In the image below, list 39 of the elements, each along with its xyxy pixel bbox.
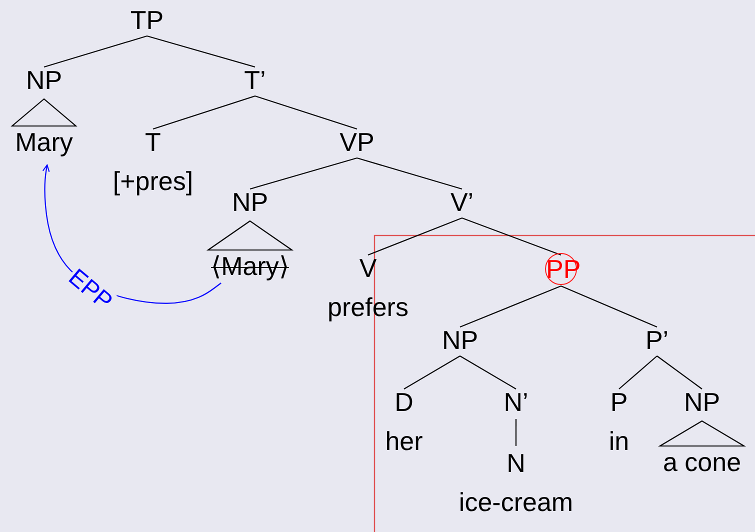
tree-branch — [404, 356, 460, 390]
tree-branch — [356, 157, 462, 190]
tree-branch — [515, 419, 517, 446]
tree-branch — [460, 356, 516, 390]
triangle-branch — [206, 220, 294, 251]
word-label: ice-cream — [458, 487, 574, 517]
tree-branch — [560, 286, 658, 328]
category-label: NP — [26, 65, 62, 95]
word-label: her — [385, 426, 423, 456]
word-label: Mary — [15, 127, 73, 157]
word-label: in — [608, 426, 630, 456]
word-label: a cone — [662, 447, 742, 477]
category-label: T’ — [244, 65, 266, 95]
tree-branch — [656, 356, 702, 390]
tree-branch — [254, 95, 358, 130]
category-label: N — [506, 448, 526, 478]
category-label: D — [394, 387, 414, 417]
tree-branch — [368, 217, 462, 256]
tree-branch — [152, 95, 256, 130]
tree-branch — [460, 286, 562, 328]
category-label: TP — [130, 5, 164, 35]
category-label: NP — [684, 387, 720, 417]
category-label: NP — [442, 325, 478, 355]
category-label: NP — [232, 187, 268, 217]
word-label: [+pres] — [112, 166, 194, 196]
category-label: VP — [340, 127, 374, 157]
category-label: P’ — [645, 325, 669, 355]
tree-branch — [44, 35, 148, 68]
category-label: T — [145, 127, 161, 157]
triangle-branch — [10, 98, 78, 127]
tree-branch — [462, 217, 562, 256]
category-label: P — [610, 387, 628, 417]
struck-word-label: ⟨Mary⟩ — [211, 251, 289, 281]
tree-branch — [146, 35, 256, 68]
tree-branch — [618, 356, 658, 390]
category-label: N’ — [504, 387, 528, 417]
triangle-branch — [658, 420, 746, 447]
category-label: V’ — [450, 187, 474, 217]
tree-branch — [250, 157, 358, 190]
